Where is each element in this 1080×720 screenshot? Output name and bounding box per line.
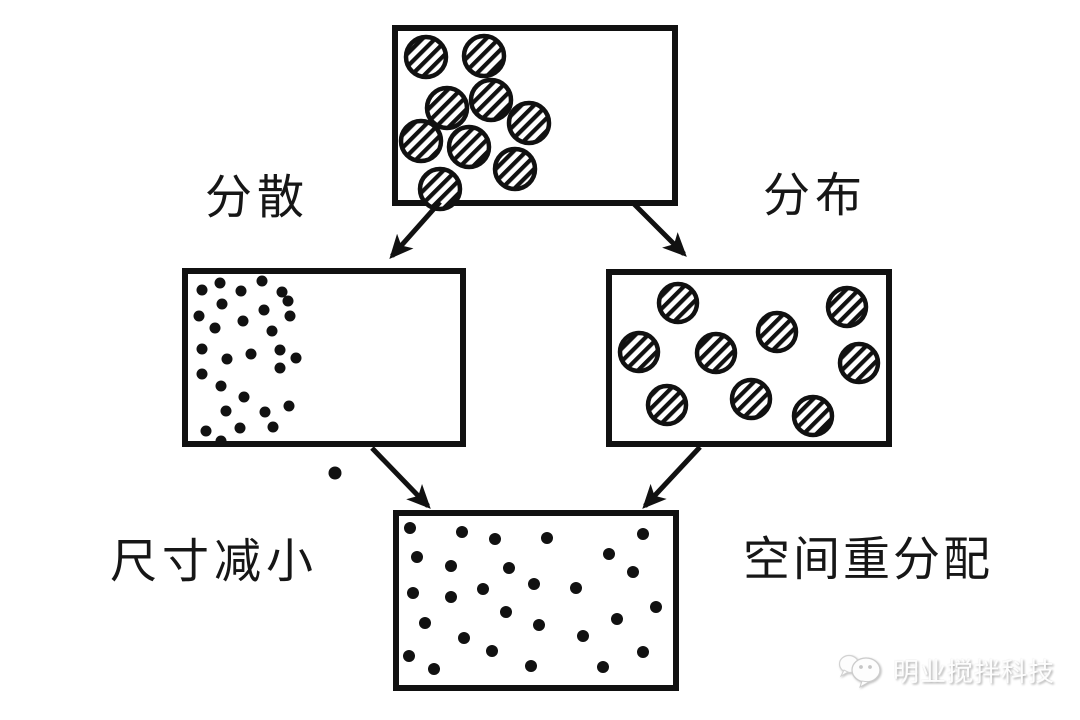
dot-particle <box>274 344 286 356</box>
dot-particle <box>220 405 232 417</box>
dot-particle <box>266 325 278 337</box>
hatched-particle <box>755 310 799 354</box>
hatched-particle <box>617 330 661 374</box>
label-size-reduction: 尺寸减小 <box>110 534 318 590</box>
dot-particle <box>259 406 271 418</box>
dot-particle <box>411 551 423 563</box>
dot-particle <box>597 661 609 673</box>
hatched-particle <box>825 285 869 329</box>
stray-dot <box>328 466 342 480</box>
label-spatial-redistribution: 空间重分配 <box>743 532 993 588</box>
dot-particle <box>503 562 515 574</box>
dot-particle <box>456 526 468 538</box>
dot-particle <box>196 343 208 355</box>
hatched-particle <box>837 341 881 385</box>
dot-particle <box>525 660 537 672</box>
dot-particle <box>577 630 589 642</box>
arrow-left-to-bottom <box>370 446 431 509</box>
dot-particle <box>500 606 512 618</box>
dot-particle <box>528 578 540 590</box>
dot-particle <box>234 422 246 434</box>
dot-particle <box>533 619 545 631</box>
dot-particle <box>282 295 294 307</box>
dot-particle <box>458 632 470 644</box>
dot-particle <box>428 663 440 675</box>
dot-particle <box>216 298 228 310</box>
diagram-box-agglomerated-top <box>392 25 678 206</box>
hatched-particle <box>506 100 552 146</box>
dot-particle <box>215 435 227 447</box>
dot-particle <box>283 400 295 412</box>
wechat-icon <box>838 654 881 689</box>
hatched-particle <box>446 124 492 170</box>
dot-particle <box>284 310 296 322</box>
arrow-top-to-right <box>631 201 687 257</box>
dot-particle <box>200 425 212 437</box>
dot-particle <box>274 362 286 374</box>
dot-particle <box>637 528 649 540</box>
hatched-particle <box>694 331 738 375</box>
dot-particle <box>419 617 431 629</box>
dot-particle <box>404 522 416 534</box>
dot-particle <box>238 391 250 403</box>
watermark-text: 明业搅拌科技 <box>893 657 1056 688</box>
watermark: 明业搅拌科技 <box>838 650 1055 690</box>
hatched-particle <box>417 166 463 212</box>
dot-particle <box>637 646 649 658</box>
arrow-top-to-left <box>389 200 442 259</box>
dot-particle <box>267 421 279 433</box>
hatched-particle <box>645 383 689 427</box>
dot-particle <box>256 275 268 287</box>
dot-particle <box>235 285 247 297</box>
label-dispersion: 分散 <box>205 170 309 226</box>
dot-particle <box>489 533 501 545</box>
hatched-particle <box>468 77 514 123</box>
dot-particle <box>541 532 553 544</box>
dot-particle <box>290 352 302 364</box>
arrow-right-to-bottom <box>642 445 702 509</box>
dot-particle <box>209 322 221 334</box>
dot-particle <box>258 304 270 316</box>
hatched-particle <box>398 118 444 164</box>
dot-particle <box>196 284 208 296</box>
hatched-particle <box>492 146 538 192</box>
diagram-box-distributed-only-right <box>606 269 892 447</box>
dot-particle <box>407 587 419 599</box>
dot-particle <box>403 650 415 662</box>
dot-particle <box>215 380 227 392</box>
dot-particle <box>245 348 257 360</box>
dot-particle <box>445 591 457 603</box>
dot-particle <box>214 277 226 289</box>
diagram-box-dispersed-only-left <box>182 268 466 447</box>
dot-particle <box>477 583 489 595</box>
dot-particle <box>611 613 623 625</box>
dot-particle <box>486 645 498 657</box>
dot-particle <box>650 601 662 613</box>
dot-particle <box>237 315 249 327</box>
dot-particle <box>603 548 615 560</box>
hatched-particle <box>729 377 773 421</box>
dot-particle <box>276 286 288 298</box>
hatched-particle <box>791 394 835 438</box>
dot-particle <box>221 353 233 365</box>
label-distribution: 分布 <box>763 168 867 224</box>
hatched-particle <box>424 85 470 131</box>
hatched-particle <box>461 33 507 79</box>
diagram-box-dispersed-distributed-bottom <box>393 510 679 691</box>
dot-particle <box>193 310 205 322</box>
hatched-particle <box>403 34 449 80</box>
dot-particle <box>445 560 457 572</box>
hatched-particle <box>656 281 700 325</box>
dot-particle <box>627 566 639 578</box>
dot-particle <box>570 582 582 594</box>
dot-particle <box>196 368 208 380</box>
